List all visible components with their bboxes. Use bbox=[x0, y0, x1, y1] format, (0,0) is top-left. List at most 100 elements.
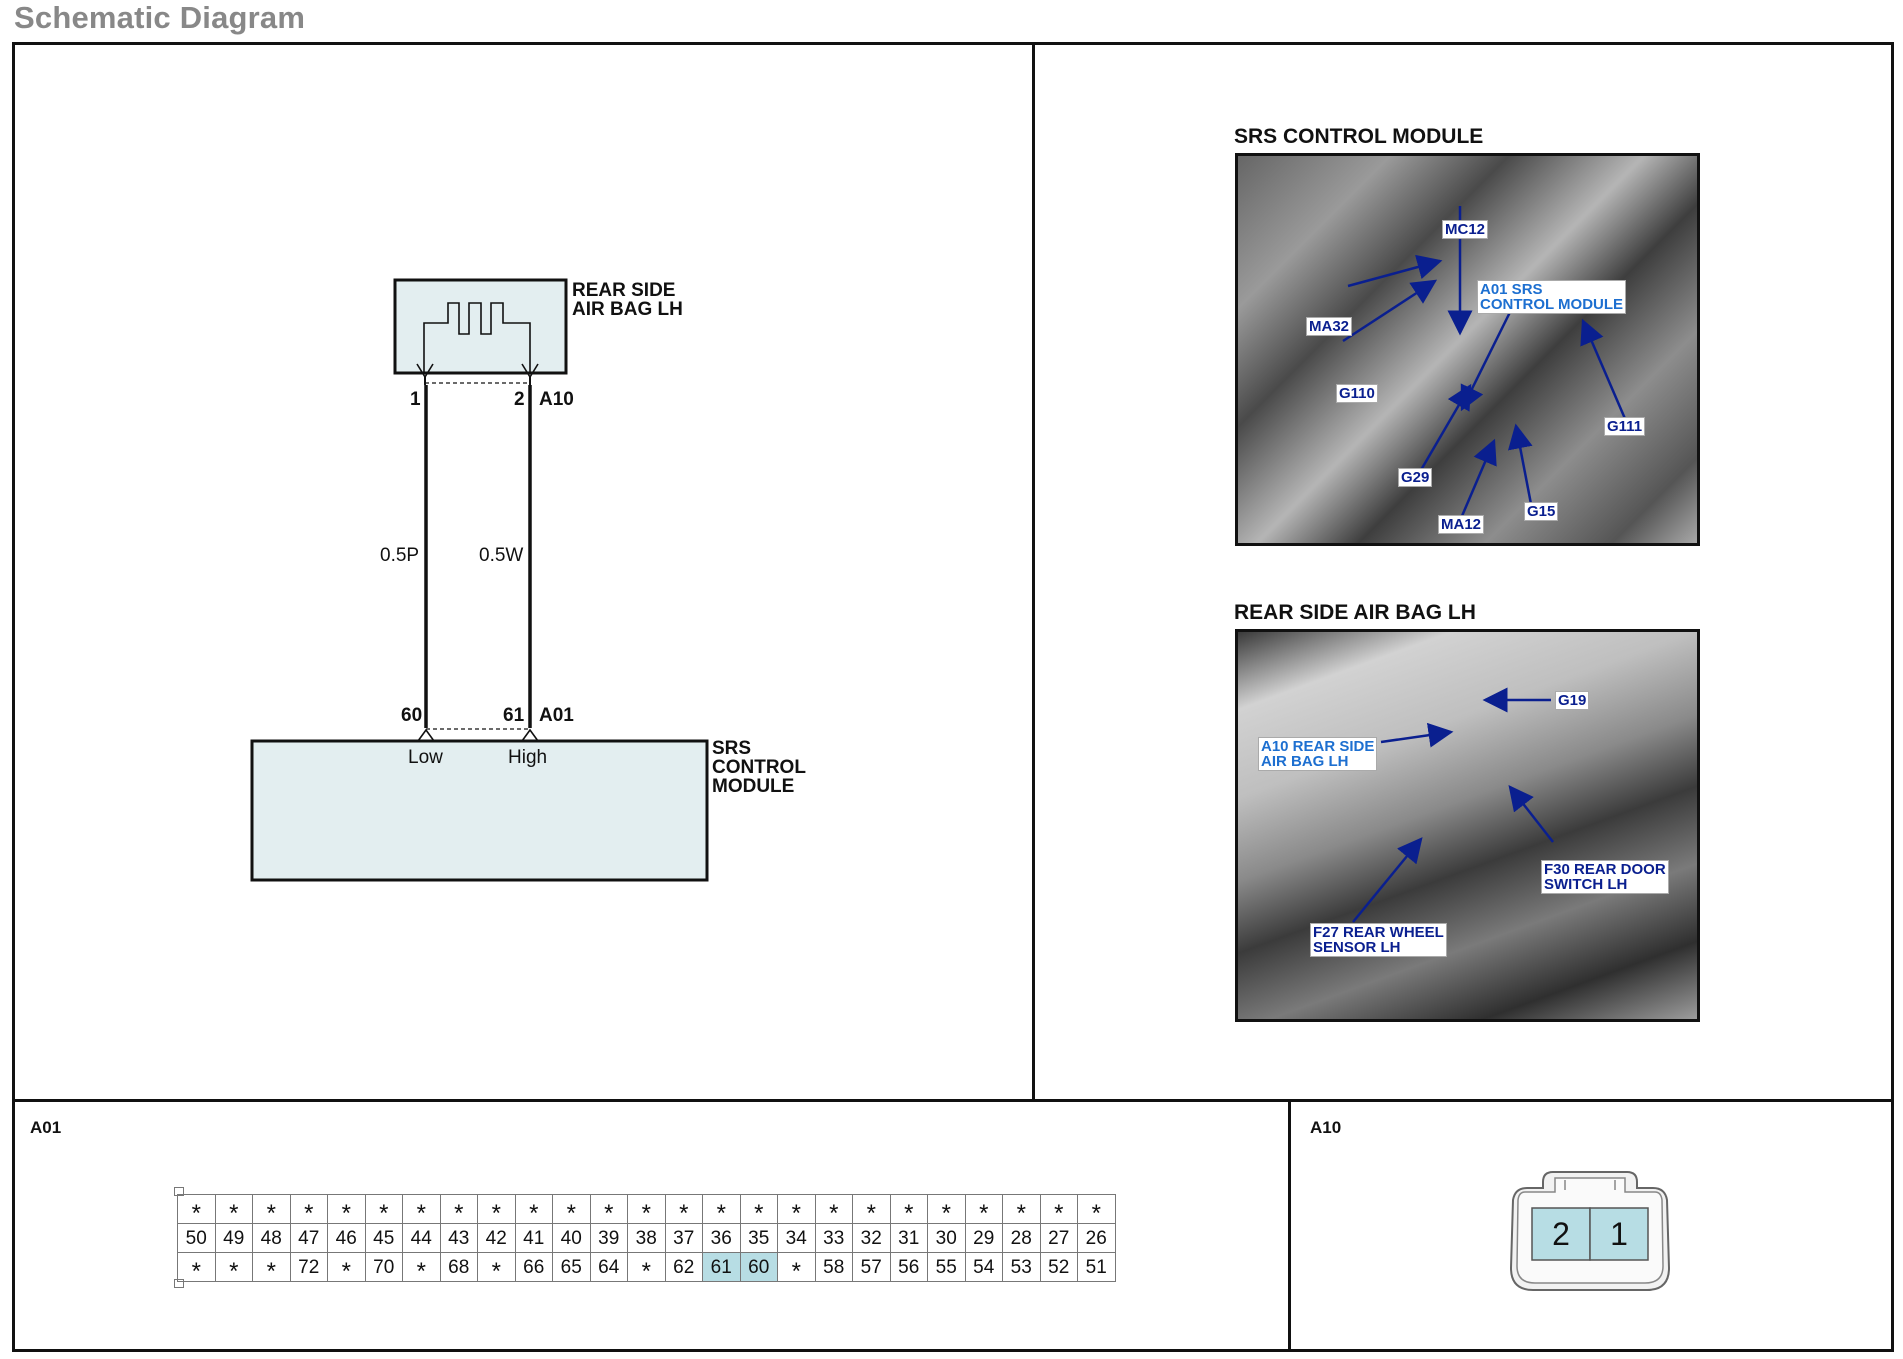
a01-pin-cell: 42 bbox=[477, 1223, 516, 1253]
page-title: Schematic Diagram bbox=[14, 0, 306, 35]
callout-f30: F30 REAR DOOR SWITCH LH bbox=[1541, 860, 1669, 894]
wire1-label: 0.5P bbox=[380, 545, 420, 566]
a01-pin-cell: * bbox=[364, 1194, 403, 1227]
a01-pin-cell: 27 bbox=[1039, 1223, 1078, 1253]
a10-pin-right: 1 bbox=[1610, 1216, 1628, 1252]
a01-pin-cell: 37 bbox=[664, 1223, 703, 1253]
a01-pin-cell: 31 bbox=[889, 1223, 928, 1253]
callout-mc12: MC12 bbox=[1442, 220, 1489, 239]
divider-horizontal bbox=[13, 1099, 1893, 1102]
a01-pin-cell: * bbox=[477, 1252, 516, 1285]
srs-photo-title: SRS CONTROL MODULE bbox=[1234, 125, 1484, 148]
a01-pin-cell: * bbox=[1077, 1194, 1116, 1227]
a01-pin-cell: * bbox=[214, 1194, 253, 1227]
a01-pin-cell: 28 bbox=[1002, 1223, 1041, 1253]
a01-pin-cell: * bbox=[214, 1252, 253, 1285]
a10-connector-drawing bbox=[1509, 1171, 1671, 1291]
a01-pin-cell: 35 bbox=[739, 1223, 778, 1253]
a01-pin-cell: 47 bbox=[289, 1223, 328, 1253]
a01-pin-cell: * bbox=[777, 1252, 816, 1285]
airbag-pin2-label: 2 bbox=[514, 389, 525, 410]
a01-pin-cell: * bbox=[252, 1252, 291, 1285]
a01-pin-cell: 34 bbox=[777, 1223, 816, 1253]
srs-module-photo: MC12 A01 SRS CONTROL MODULE MA32 G110 G1… bbox=[1235, 153, 1700, 546]
a01-pin-cell: 46 bbox=[327, 1223, 366, 1253]
a01-pin-cell: * bbox=[1002, 1194, 1041, 1227]
a01-pin-cell: * bbox=[552, 1194, 591, 1227]
a10-pin-left: 2 bbox=[1552, 1216, 1570, 1252]
a01-pin-cell: 38 bbox=[627, 1223, 666, 1253]
a01-pin-cell: 68 bbox=[439, 1252, 478, 1282]
a01-pin-cell: * bbox=[177, 1252, 216, 1285]
a01-key-bottom bbox=[174, 1279, 184, 1288]
srs-module-box bbox=[250, 739, 709, 882]
diagram-frame bbox=[12, 42, 1894, 1352]
a01-pin-cell: 53 bbox=[1002, 1252, 1041, 1282]
a01-pin-cell: 65 bbox=[552, 1252, 591, 1282]
callout-g110: G110 bbox=[1336, 384, 1378, 403]
callout-ma32: MA32 bbox=[1306, 317, 1353, 336]
a01-pin-cell: * bbox=[852, 1194, 891, 1227]
airbag-photo-title: REAR SIDE AIR BAG LH bbox=[1234, 601, 1476, 624]
airbag-connector-label: A10 bbox=[539, 389, 574, 410]
callout-f27: F27 REAR WHEEL SENSOR LH bbox=[1310, 923, 1447, 957]
a01-pin-cell: 52 bbox=[1039, 1252, 1078, 1282]
a01-pin-cell: 45 bbox=[364, 1223, 403, 1253]
a01-pin-cell: * bbox=[514, 1194, 553, 1227]
module-pin1-label: 60 bbox=[401, 705, 423, 726]
a01-pin-cell: * bbox=[589, 1194, 628, 1227]
a01-pin-cell: * bbox=[177, 1194, 216, 1227]
module-pin2-label: 61 bbox=[503, 705, 525, 726]
divider-vertical-top bbox=[1032, 43, 1035, 1101]
callout-a01: A01 SRS CONTROL MODULE bbox=[1477, 280, 1627, 314]
callout-g19: G19 bbox=[1555, 691, 1590, 710]
a01-pin-cell: * bbox=[402, 1252, 441, 1285]
a01-pin-cell: 30 bbox=[927, 1223, 966, 1253]
a01-pin-cell: * bbox=[402, 1194, 441, 1227]
divider-vertical-bottom bbox=[1288, 1100, 1291, 1352]
a01-pin-cell: 61 bbox=[702, 1252, 741, 1282]
wire2-label: 0.5W bbox=[479, 545, 524, 566]
a01-pin-cell: * bbox=[964, 1194, 1003, 1227]
callout-g111: G111 bbox=[1604, 417, 1646, 436]
a01-pin-cell: 72 bbox=[289, 1252, 328, 1282]
a01-pin-cell: * bbox=[664, 1194, 703, 1227]
a01-pin-cell: * bbox=[1039, 1194, 1078, 1227]
airbag-pin1-label: 1 bbox=[410, 389, 421, 410]
a01-pin-cell: 32 bbox=[852, 1223, 891, 1253]
a01-pin-cell: 56 bbox=[889, 1252, 928, 1282]
a10-pin-cell-right bbox=[1589, 1207, 1649, 1261]
a01-pin-cell: * bbox=[289, 1194, 328, 1227]
srs-photo-arrows bbox=[1342, 206, 1628, 517]
a01-pin-cell: * bbox=[702, 1194, 741, 1227]
a01-pin-cell: 66 bbox=[514, 1252, 553, 1282]
a01-pin-cell: * bbox=[327, 1194, 366, 1227]
a01-pin-cell: * bbox=[252, 1194, 291, 1227]
a01-pin-cell: 57 bbox=[852, 1252, 891, 1282]
a01-pin-cell: 55 bbox=[927, 1252, 966, 1282]
callout-g15: G15 bbox=[1524, 502, 1559, 521]
airbag-photo-arrows bbox=[1352, 687, 1554, 923]
low-label: Low bbox=[408, 747, 443, 768]
airbag-name: REAR SIDE AIR BAG LH bbox=[572, 280, 683, 320]
a01-pin-cell: * bbox=[327, 1252, 366, 1285]
a01-pin-cell: 51 bbox=[1077, 1252, 1116, 1282]
a01-pin-cell: * bbox=[889, 1194, 928, 1227]
a01-pin-cell: 48 bbox=[252, 1223, 291, 1253]
module-arrow-1 bbox=[417, 728, 435, 742]
a01-pin-cell: * bbox=[439, 1194, 478, 1227]
a10-connector-label: A10 bbox=[1310, 1118, 1342, 1137]
a01-pin-cell: 70 bbox=[364, 1252, 403, 1282]
a01-pin-cell: 29 bbox=[964, 1223, 1003, 1253]
a01-pin-cell: * bbox=[777, 1194, 816, 1227]
a01-pin-cell: * bbox=[739, 1194, 778, 1227]
a01-pin-cell: 41 bbox=[514, 1223, 553, 1253]
a01-pin-cell: 64 bbox=[589, 1252, 628, 1282]
a01-pin-cell: 62 bbox=[664, 1252, 703, 1282]
a01-pin-cell: * bbox=[477, 1194, 516, 1227]
a01-pin-cell: 39 bbox=[589, 1223, 628, 1253]
a01-pin-cell: * bbox=[627, 1194, 666, 1227]
a01-pin-cell: 49 bbox=[214, 1223, 253, 1253]
a01-pin-cell: 33 bbox=[814, 1223, 853, 1253]
